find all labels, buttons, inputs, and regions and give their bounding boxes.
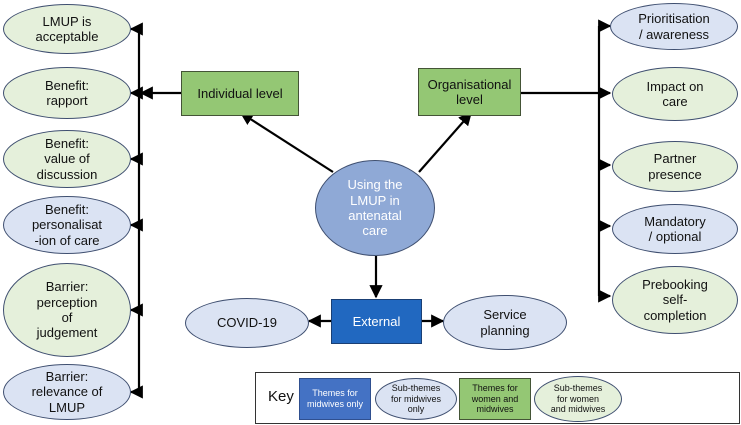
organisational-subtheme-3: Partner presence [612,141,738,192]
individual-subtheme-5: Barrier: perception of judgement [3,263,131,357]
organisational-subtheme-5: Prebooking self- completion [612,266,738,334]
key-item-subthemes-women-midwives: Sub-themes for women and midwives [534,376,622,422]
arrow-center-to-organisational [418,112,472,173]
arrow-center-to-individual [239,112,334,173]
individual-subtheme-3: Benefit: value of discussion [3,130,131,188]
organisational-subtheme-1: Prioritisation / awareness [610,3,738,50]
organisational-subtheme-4: Mandatory / optional [612,204,738,254]
individual-subtheme-2: Benefit: rapport [3,67,131,119]
key-item-themes-women-midwives: Themes for women and midwives [459,378,531,420]
external-node: External [331,299,422,344]
individual-subtheme-4: Benefit: personalisat -ion of care [3,196,131,254]
individual-subtheme-6: Barrier: relevance of LMUP [3,364,131,420]
external-subtheme-covid: COVID-19 [185,298,309,348]
key-item-subthemes-midwives: Sub-themes for midwives only [375,378,457,420]
individual-subtheme-1: LMUP is acceptable [3,4,131,54]
organisational-subtheme-2: Impact on care [612,67,738,121]
organisational-level-node: Organisational level [418,68,521,116]
key-item-themes-midwives: Themes for midwives only [299,378,371,420]
center-node: Using the LMUP in antenatal care [315,160,435,256]
external-subtheme-service-planning: Service planning [443,295,567,350]
individual-level-node: Individual level [181,71,299,116]
key-label: Key [268,388,294,405]
